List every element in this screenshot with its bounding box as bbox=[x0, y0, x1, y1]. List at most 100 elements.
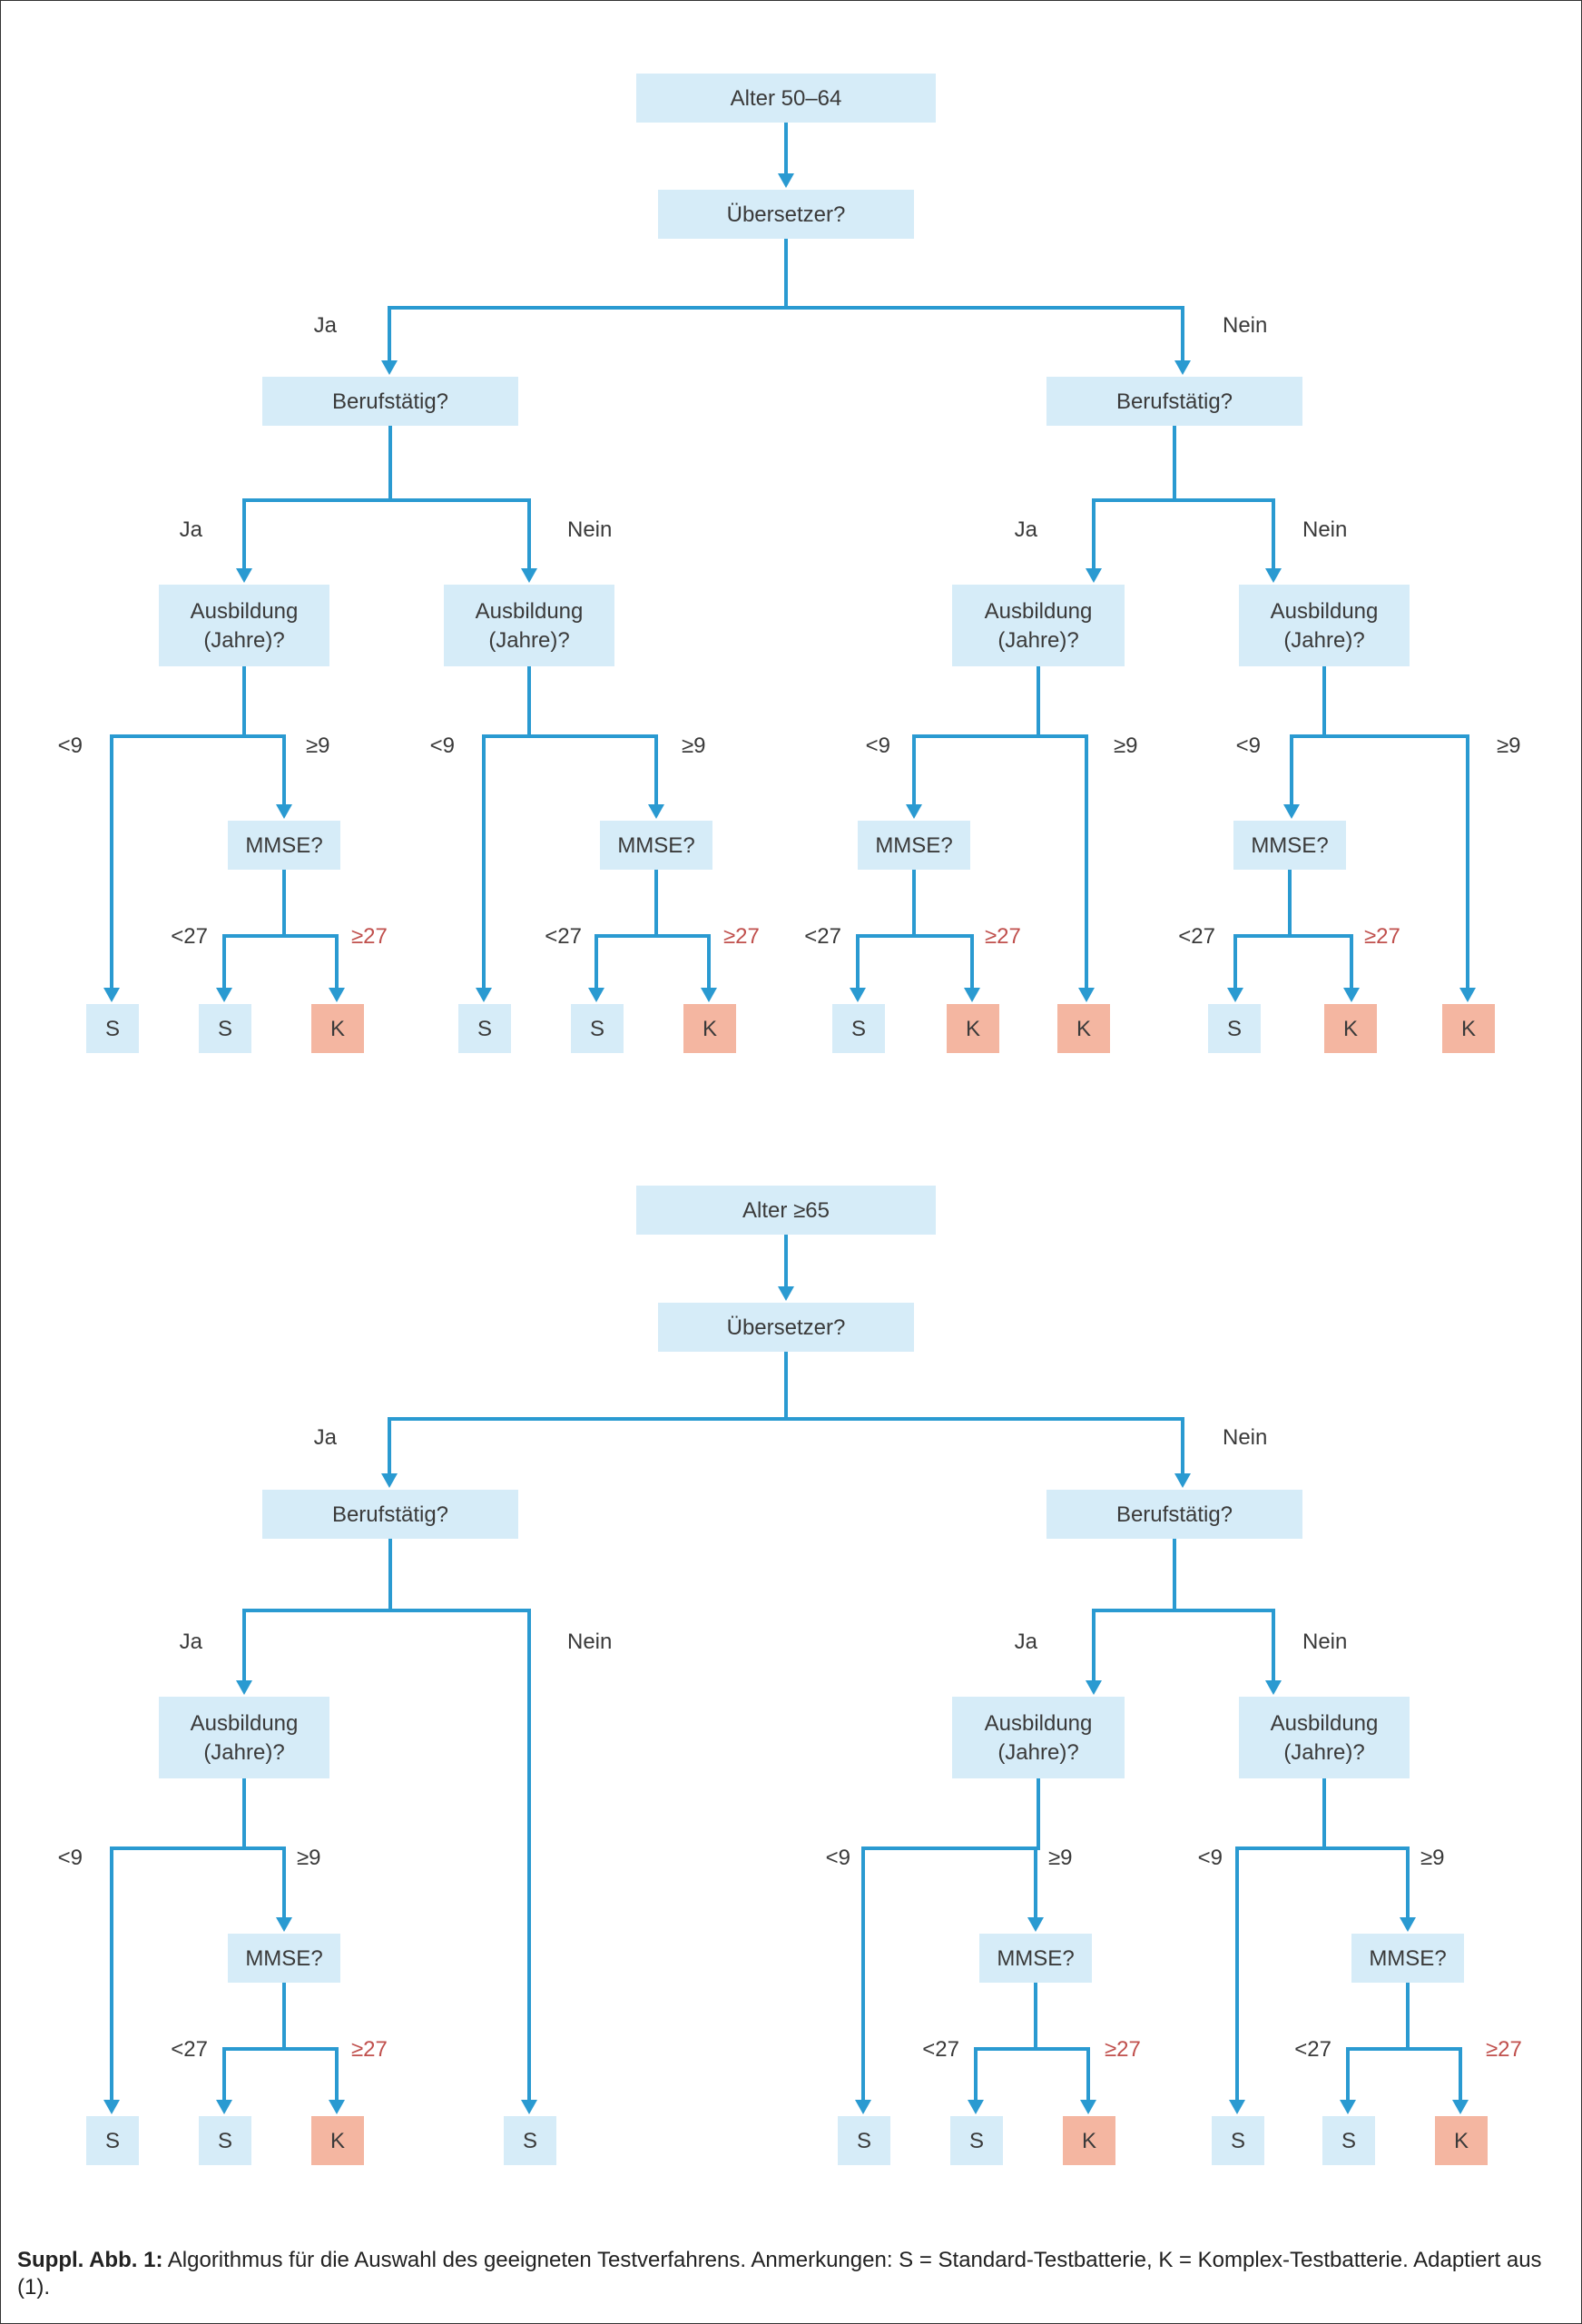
result-box-komplex: K bbox=[1442, 1004, 1495, 1053]
connector-a2-a3 bbox=[388, 239, 788, 362]
arrow-b6 bbox=[1086, 1680, 1102, 1695]
result-box-standard: S bbox=[950, 2116, 1003, 2165]
question-box: MMSE? bbox=[228, 821, 340, 870]
node-label: Ausbildung bbox=[1271, 1711, 1379, 1736]
question-box: Ausbildung(Jahre)? bbox=[444, 585, 614, 666]
node-label: Berufstätig? bbox=[332, 1502, 448, 1527]
branch-label: Nein bbox=[1302, 517, 1347, 542]
arrow-a9 bbox=[276, 804, 292, 819]
result-box-standard: S bbox=[1212, 2116, 1264, 2165]
connector-b5-b8 bbox=[242, 1778, 286, 1919]
result-box-standard: S bbox=[571, 1004, 624, 1053]
arrow-a20 bbox=[964, 988, 980, 1002]
node-label: (Jahre)? bbox=[203, 1740, 284, 1765]
arrow-a4 bbox=[1174, 360, 1191, 375]
branch-label: Nein bbox=[567, 1630, 612, 1654]
connector-a9-a15 bbox=[282, 870, 339, 990]
node-label: Übersetzer? bbox=[727, 202, 846, 227]
connector-a8-a24 bbox=[1322, 666, 1469, 990]
branch-label: ≥27 bbox=[985, 924, 1021, 949]
connector-a9-a14 bbox=[222, 870, 286, 990]
node-label: S bbox=[477, 1017, 492, 1041]
connector-a4-a7 bbox=[1092, 426, 1176, 570]
connector-a4-a8 bbox=[1173, 426, 1275, 570]
connector-a6-a10 bbox=[527, 666, 658, 806]
result-box-standard: S bbox=[458, 1004, 511, 1053]
branch-label: Ja bbox=[1015, 1630, 1038, 1654]
arrow-a3 bbox=[381, 360, 398, 375]
arrow-b5 bbox=[236, 1680, 252, 1695]
branch-label: Nein bbox=[567, 517, 612, 542]
arrow-a21 bbox=[1078, 988, 1095, 1002]
node-label: S bbox=[218, 1017, 232, 1041]
question-box: Berufstätig? bbox=[1046, 377, 1302, 426]
connector-a10-a17 bbox=[594, 870, 658, 990]
question-box: Alter 50–64 bbox=[636, 74, 936, 123]
branch-label: ≥27 bbox=[1364, 924, 1400, 949]
connector-b7-b10 bbox=[1322, 1778, 1410, 1919]
arrow-b11 bbox=[103, 2100, 120, 2114]
branch-label: <9 bbox=[1198, 1846, 1223, 1870]
connector-a12-a23 bbox=[1288, 870, 1353, 990]
connector-a11-a20 bbox=[912, 870, 974, 990]
arrow-a22 bbox=[1227, 988, 1243, 1002]
node-label: Ausbildung bbox=[191, 1711, 299, 1736]
node-label: (Jahre)? bbox=[997, 628, 1078, 653]
result-box-standard: S bbox=[199, 2116, 251, 2165]
node-label: MMSE? bbox=[245, 1946, 322, 1971]
node-label: Ausbildung bbox=[985, 1711, 1093, 1736]
question-box: Berufstätig? bbox=[1046, 1490, 1302, 1539]
node-label: K bbox=[1461, 1017, 1476, 1041]
connector-a12-a22 bbox=[1233, 870, 1292, 990]
result-box-standard: S bbox=[838, 2116, 890, 2165]
question-box: Alter ≥65 bbox=[636, 1186, 936, 1235]
result-box-standard: S bbox=[1322, 2116, 1375, 2165]
node-label: S bbox=[1341, 2129, 1356, 2153]
branch-label: <9 bbox=[58, 734, 83, 758]
branch-label: <27 bbox=[804, 924, 841, 949]
node-label: Ausbildung bbox=[476, 599, 584, 624]
connector-a3-a6 bbox=[388, 426, 531, 570]
branch-label: <27 bbox=[1178, 924, 1215, 949]
question-box: Übersetzer? bbox=[658, 190, 914, 239]
arrow-b12 bbox=[216, 2100, 232, 2114]
node-label: S bbox=[851, 1017, 866, 1041]
connector-a10-a18 bbox=[654, 870, 711, 990]
branch-label: ≥27 bbox=[351, 924, 388, 949]
node-label: K bbox=[330, 1017, 345, 1041]
branch-label: <27 bbox=[171, 924, 208, 949]
connector-a7-a11 bbox=[912, 666, 1040, 806]
branch-label: ≥9 bbox=[1114, 734, 1138, 758]
arrow-b10 bbox=[1400, 1917, 1416, 1932]
question-box: Berufstätig? bbox=[262, 377, 518, 426]
arrow-a7 bbox=[1086, 568, 1102, 583]
branch-label: ≥27 bbox=[351, 2037, 388, 2062]
arrow-b20 bbox=[1452, 2100, 1469, 2114]
question-box: MMSE? bbox=[979, 1934, 1092, 1983]
connector-b8-b12 bbox=[222, 1983, 286, 2102]
branch-label: Ja bbox=[180, 1630, 203, 1654]
connector-b3-b14 bbox=[388, 1539, 531, 2102]
arrow-a10 bbox=[648, 804, 664, 819]
arrow-b4 bbox=[1174, 1473, 1191, 1488]
arrow-b14 bbox=[521, 2100, 537, 2114]
node-label: Ausbildung bbox=[985, 599, 1093, 624]
arrow-a2 bbox=[778, 173, 794, 188]
node-label: K bbox=[1076, 1017, 1091, 1041]
question-box: MMSE? bbox=[858, 821, 970, 870]
connector-a6-a16 bbox=[482, 666, 531, 990]
arrow-a16 bbox=[476, 988, 492, 1002]
arrow-a5 bbox=[236, 568, 252, 583]
arrow-b15 bbox=[855, 2100, 871, 2114]
arrow-a15 bbox=[329, 988, 345, 1002]
arrow-a17 bbox=[588, 988, 604, 1002]
connector-b4-b7 bbox=[1173, 1539, 1275, 1682]
arrow-a11 bbox=[906, 804, 922, 819]
node-label: Alter 50–64 bbox=[731, 86, 842, 111]
node-label: S bbox=[1231, 2129, 1245, 2153]
node-label: K bbox=[1454, 2129, 1469, 2153]
connector-b9-b17 bbox=[1034, 1983, 1090, 2102]
branch-label: ≥9 bbox=[306, 734, 330, 758]
question-box: MMSE? bbox=[600, 821, 712, 870]
